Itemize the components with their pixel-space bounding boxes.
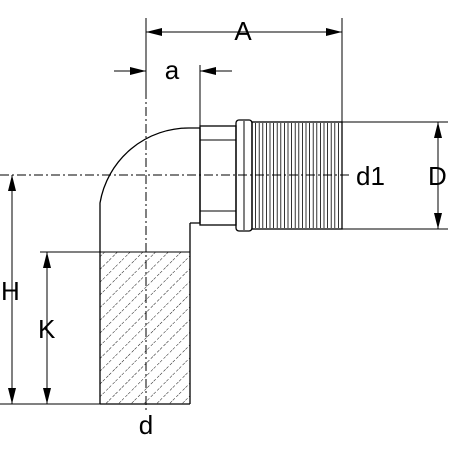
label-K: K (38, 314, 56, 344)
dimension-a (114, 67, 232, 75)
elbow-body (99, 127, 191, 405)
dimension-K (43, 252, 51, 404)
label-H: H (1, 276, 20, 306)
label-d: d (139, 410, 153, 440)
label-d1: d1 (356, 161, 385, 191)
dimension-D (434, 122, 442, 229)
extension-lines (0, 18, 448, 405)
hatched-insertion-area (100, 252, 190, 404)
dimension-H (8, 175, 16, 404)
label-a: a (165, 55, 180, 85)
label-A: A (234, 16, 252, 46)
dimension-A (146, 28, 342, 36)
elbow-outer-contour (99, 127, 191, 404)
label-D: D (428, 161, 447, 191)
